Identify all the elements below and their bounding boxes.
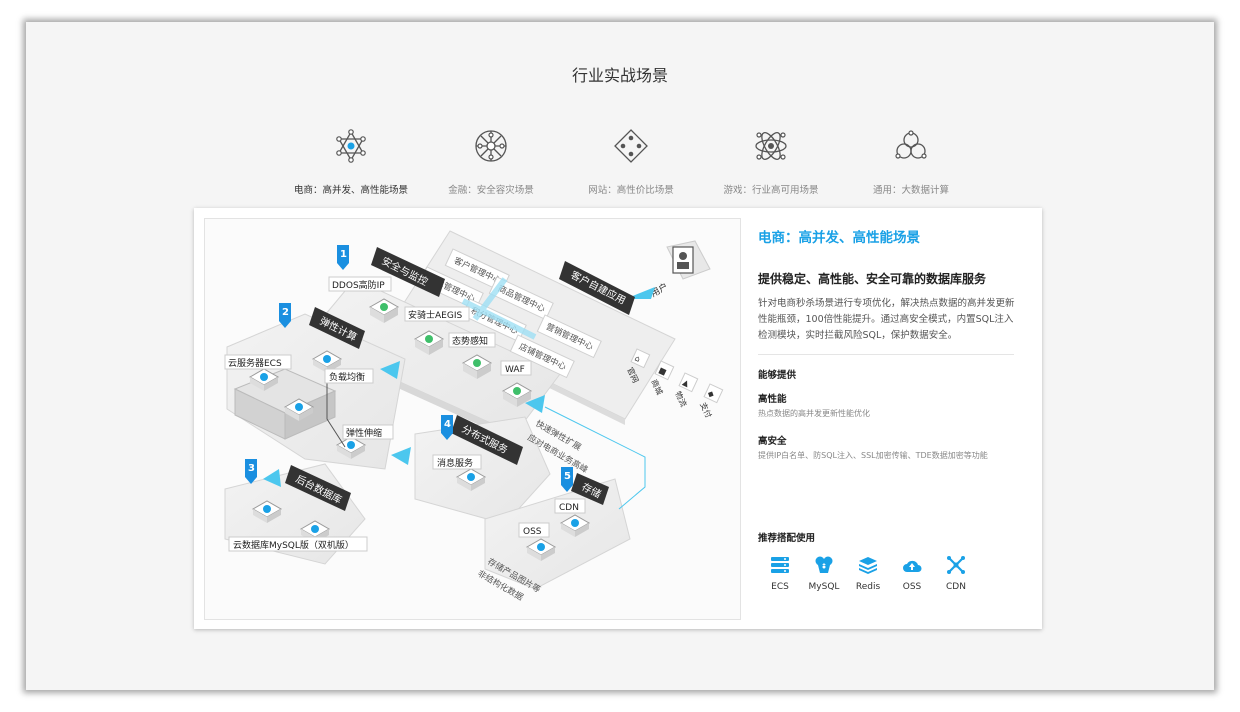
scenario-detail: 电商：高并发、高性能场景 提供稳定、高性能、安全可靠的数据库服务 针对电商秒杀场… bbox=[758, 226, 1018, 461]
diamond-dots-icon bbox=[614, 129, 648, 163]
product-label: CDN bbox=[946, 582, 966, 592]
tab-label: 通用：大数据计算 bbox=[872, 185, 949, 196]
mysql-icon bbox=[815, 556, 833, 573]
circle-network-icon bbox=[475, 130, 507, 162]
recommend-title: 推荐搭配使用 bbox=[758, 533, 816, 544]
app-tile: 支付 bbox=[698, 401, 714, 420]
tab-general[interactable]: 通用：大数据计算 bbox=[841, 120, 981, 196]
tab-label: 游戏：行业高可用场景 bbox=[723, 185, 819, 196]
feature-item: 高安全 提供IP白名单、防SQL注入、SSL加密传输、TDE数据加密等功能 bbox=[758, 433, 1018, 461]
storage-cubes bbox=[525, 514, 591, 561]
svg-text:4: 4 bbox=[444, 419, 451, 430]
page-frame: 行业实战场景 电商：高并发、高性能场景 bbox=[26, 22, 1214, 690]
mq-cube bbox=[455, 468, 487, 491]
feature-title: 高性能 bbox=[758, 394, 787, 405]
feature-title: 高安全 bbox=[758, 436, 787, 447]
product-oss[interactable]: OSS bbox=[890, 556, 934, 592]
product-redis[interactable]: Redis bbox=[846, 556, 890, 592]
redis-icon bbox=[859, 557, 877, 574]
product-label: ECS bbox=[771, 582, 789, 592]
venn-triangle-icon bbox=[895, 130, 927, 159]
marker-3: 3 bbox=[245, 459, 257, 484]
svg-text:⌂: ⌂ bbox=[633, 353, 641, 363]
tab-label: 网站：高性价比场景 bbox=[588, 185, 674, 196]
oss-label: OSS bbox=[523, 527, 542, 537]
detail-headline: 提供稳定、高性能、安全可靠的数据库服务 bbox=[758, 272, 987, 286]
marker-1: 1 bbox=[337, 245, 349, 270]
section-storage: 存储 bbox=[571, 473, 609, 505]
marker-5: 5 bbox=[561, 467, 573, 492]
svg-text:5: 5 bbox=[564, 471, 571, 482]
product-ecs[interactable]: ECS bbox=[758, 556, 802, 592]
product-mysql[interactable]: MySQL bbox=[802, 556, 846, 592]
server-icon bbox=[771, 557, 789, 573]
user-icon bbox=[666, 240, 711, 280]
recommended-products: 推荐搭配使用 ECS bbox=[758, 530, 1018, 606]
tab-label: 金融：安全容灾场景 bbox=[448, 185, 534, 196]
svg-text:2: 2 bbox=[282, 307, 289, 318]
page-title: 行业实战场景 bbox=[571, 66, 668, 85]
atom-icon bbox=[755, 132, 787, 160]
ddos-label: DDOS高防IP bbox=[332, 279, 385, 291]
oss-cloud-icon bbox=[903, 560, 922, 572]
tab-label: 电商：高并发、高性能场景 bbox=[293, 185, 408, 196]
svg-text:1: 1 bbox=[340, 249, 347, 260]
svg-text:▲: ▲ bbox=[681, 377, 691, 388]
detail-title: 电商：高并发、高性能场景 bbox=[758, 230, 920, 246]
scenario-card: 客户管理中心 订单管理中心 商品管理中心 积分管理中心 bbox=[194, 208, 1042, 629]
marker-2: 2 bbox=[279, 303, 291, 328]
product-label: OSS bbox=[902, 582, 922, 592]
situation-label: 态势感知 bbox=[452, 335, 488, 347]
tab-gaming[interactable]: 游戏：行业高可用场景 bbox=[701, 120, 841, 196]
svg-text:3: 3 bbox=[248, 463, 255, 474]
network-hub-icon bbox=[336, 129, 366, 163]
app-tile: 物流 bbox=[673, 390, 689, 409]
divider bbox=[758, 354, 1014, 355]
svg-text:◆: ◆ bbox=[706, 388, 716, 399]
scenario-tabs: 电商：高并发、高性能场景 金融：安全容灾场景 bbox=[281, 120, 981, 200]
ecs-label: 云服务器ECS bbox=[228, 357, 282, 369]
mq-label: 消息服务 bbox=[437, 457, 473, 469]
flow-arrows bbox=[263, 361, 545, 487]
security-cubes bbox=[368, 298, 533, 407]
cdn-label: CDN bbox=[559, 503, 579, 513]
ecs-cluster bbox=[233, 350, 367, 459]
waf-label: WAF bbox=[505, 365, 525, 375]
feature-desc: 热点数据的高并发更新性能优化 bbox=[758, 409, 870, 418]
product-label: Redis bbox=[855, 582, 881, 592]
cdn-icon bbox=[947, 556, 965, 574]
feature-item: 高性能 热点数据的高并发更新性能优化 bbox=[758, 391, 1018, 419]
app-tile: 商城 bbox=[649, 378, 665, 397]
tab-ecommerce[interactable]: 电商：高并发、高性能场景 bbox=[281, 120, 421, 196]
tab-website[interactable]: 网站：高性价比场景 bbox=[561, 120, 701, 196]
capabilities-title: 能够提供 bbox=[758, 370, 797, 381]
marker-4: 4 bbox=[441, 415, 453, 440]
rds-label: 云数据库MySQL版（双机版） bbox=[233, 539, 354, 551]
aegis-label: 安骑士AEGIS bbox=[408, 309, 462, 321]
tab-finance[interactable]: 金融：安全容灾场景 bbox=[421, 120, 561, 196]
architecture-diagram: 客户管理中心 订单管理中心 商品管理中心 积分管理中心 bbox=[204, 218, 741, 620]
slb-label: 负载均衡 bbox=[329, 371, 365, 383]
autoscale-label: 弹性伸缩 bbox=[346, 427, 382, 439]
detail-description: 针对电商秒杀场景进行专项优化，解决热点数据的高并发更新性能瓶颈，100倍性能提升… bbox=[758, 298, 1015, 341]
feature-desc: 提供IP白名单、防SQL注入、SSL加密传输、TDE数据加密等功能 bbox=[758, 451, 988, 460]
product-cdn[interactable]: CDN bbox=[934, 556, 978, 592]
svg-text:■: ■ bbox=[657, 365, 668, 376]
product-label: MySQL bbox=[808, 582, 840, 592]
